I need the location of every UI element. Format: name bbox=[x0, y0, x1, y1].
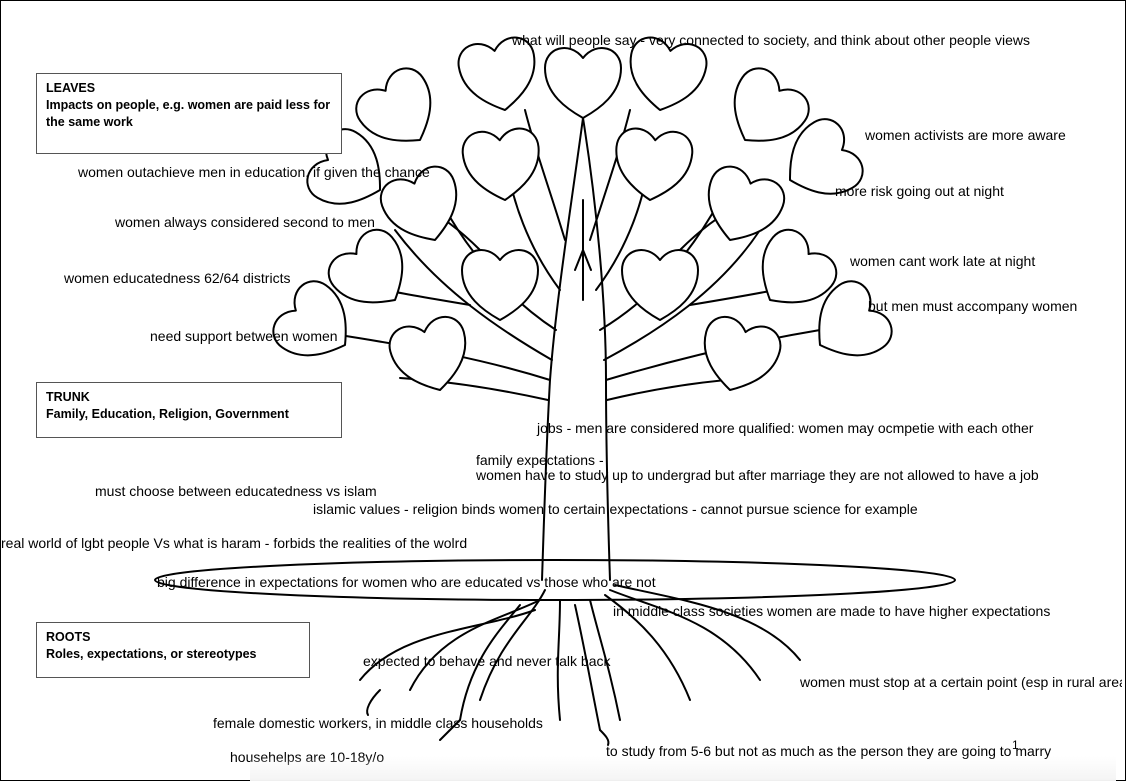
note-people-say: what will people say - very connected to… bbox=[512, 32, 1030, 48]
legend-trunk-title: TRUNK bbox=[46, 389, 332, 406]
note-cant-work-late: women cant work late at night bbox=[850, 253, 1035, 269]
note-activists: women activists are more aware bbox=[865, 127, 1066, 143]
legend-roots-description: Roles, expectations, or stereotypes bbox=[46, 646, 300, 663]
note-big-difference: big difference in expectations for women… bbox=[157, 574, 656, 590]
note-second-to-men: women always considered second to men bbox=[115, 214, 375, 230]
note-family-expectations: family expectations - bbox=[476, 452, 604, 468]
page-number: 1 bbox=[1012, 738, 1019, 752]
legend-roots: ROOTS Roles, expectations, or stereotype… bbox=[36, 622, 310, 678]
note-middle-class: in middle class societies women are made… bbox=[613, 603, 1123, 619]
note-behave: expected to behave and never talk back bbox=[363, 653, 611, 669]
legend-leaves-title: LEAVES bbox=[46, 80, 332, 97]
legend-leaves-description: Impacts on people, e.g. women are paid l… bbox=[46, 97, 332, 131]
legend-trunk: TRUNK Family, Education, Religion, Gover… bbox=[36, 382, 342, 438]
legend-roots-title: ROOTS bbox=[46, 629, 300, 646]
note-outachieve: women outachieve men in education, if gi… bbox=[78, 164, 430, 180]
note-risk-night: more risk going out at night bbox=[835, 183, 1004, 199]
note-choose: must choose between educatedness vs isla… bbox=[95, 483, 377, 499]
note-educatedness: women educatedness 62/64 districts bbox=[64, 270, 290, 286]
bottom-fade bbox=[250, 756, 1116, 781]
legend-leaves: LEAVES Impacts on people, e.g. women are… bbox=[36, 73, 342, 154]
note-study-undergrad: women have to study up to undergrad but … bbox=[476, 467, 1121, 483]
note-domestic-workers: female domestic workers, in middle class… bbox=[213, 715, 543, 731]
note-jobs: jobs - men are considered more qualified… bbox=[537, 420, 1033, 436]
note-stop-point: women must stop at a certain point (esp … bbox=[800, 674, 1122, 690]
note-support: need support between women bbox=[150, 328, 338, 344]
legend-trunk-description: Family, Education, Religion, Government bbox=[46, 406, 332, 423]
note-islamic-values: islamic values - religion binds women to… bbox=[313, 501, 918, 517]
note-accompany: but men must accompany women bbox=[868, 298, 1077, 314]
note-lgbt: real world of lgbt people Vs what is har… bbox=[1, 535, 467, 551]
